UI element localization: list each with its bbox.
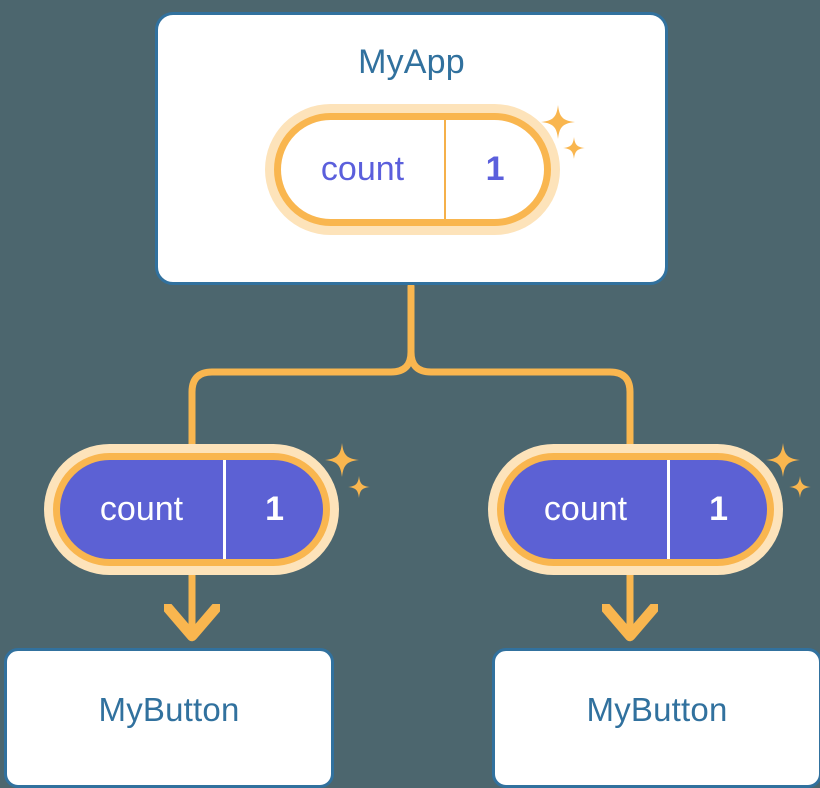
pill-body: count 1: [53, 453, 330, 566]
component-card-mybutton-left[interactable]: MyButton: [4, 648, 334, 788]
state-key-label: count: [543, 490, 628, 528]
connector-branch-right: [407, 348, 634, 448]
state-pill-child-left[interactable]: count 1: [44, 444, 339, 575]
card-title-mybutton: MyButton: [586, 691, 728, 728]
state-value-label: 1: [444, 120, 544, 219]
connector-branch-left: [188, 348, 415, 448]
pill-body: count 1: [274, 113, 551, 226]
state-value-label: 1: [223, 460, 323, 559]
pill-body: count 1: [497, 453, 774, 566]
state-pill-myapp[interactable]: count 1: [265, 104, 560, 235]
card-title-myapp: MyApp: [358, 43, 465, 81]
sparkle-icon: [348, 476, 370, 498]
state-value-label: 1: [667, 460, 767, 559]
state-pill-child-right[interactable]: count 1: [488, 444, 783, 575]
state-key-label: count: [99, 490, 184, 528]
component-card-mybutton-right[interactable]: MyButton: [492, 648, 820, 788]
card-title-mybutton: MyButton: [98, 691, 240, 728]
state-key-label: count: [320, 150, 405, 188]
diagram-canvas: MyApp count 1 count 1: [4, 12, 820, 788]
sparkle-icon: [789, 476, 811, 498]
